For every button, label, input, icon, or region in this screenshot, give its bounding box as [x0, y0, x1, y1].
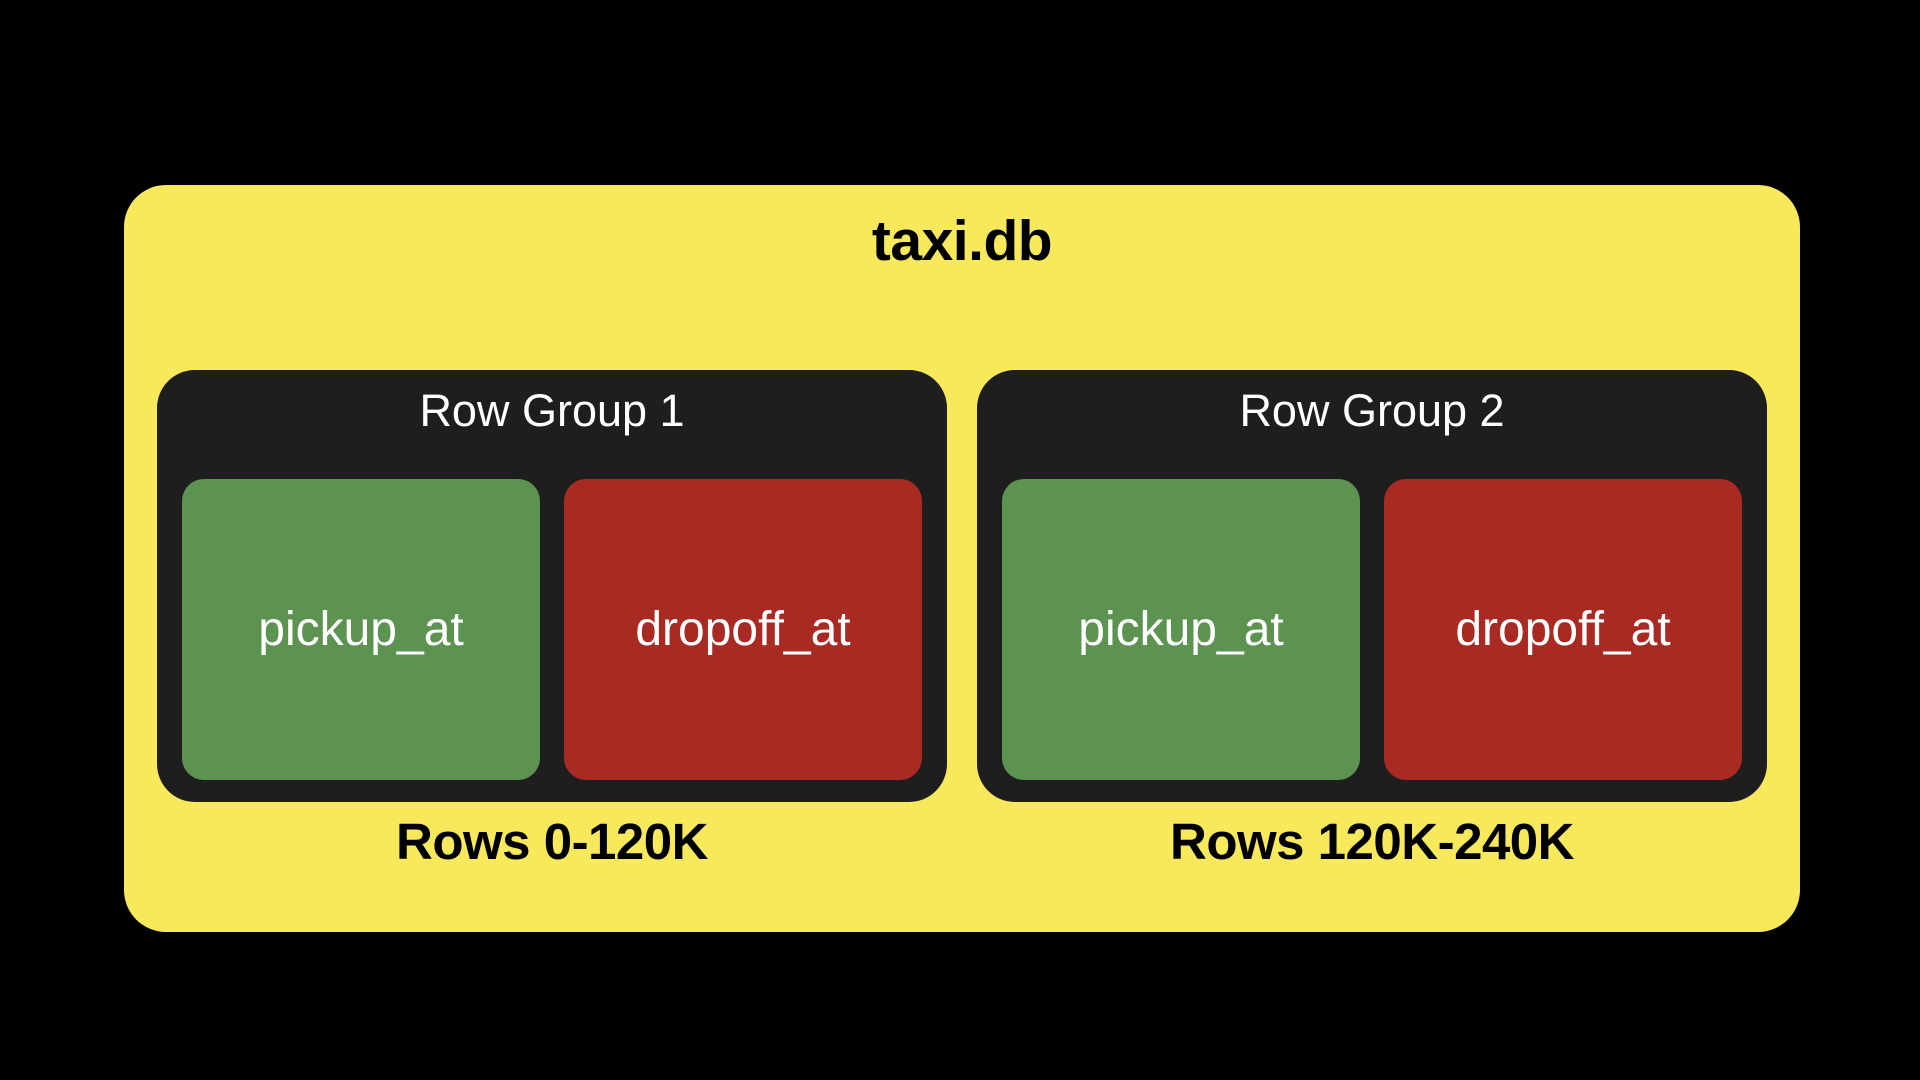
row-group-2-columns: pickup_at dropoff_at: [1002, 479, 1742, 780]
row-group-2-label: Row Group 2: [1239, 385, 1505, 436]
row-range-group-1: Rows 0-120K: [396, 813, 708, 870]
row-group-container: Row Group 1 pickup_at dropoff_at Row Gro…: [157, 370, 1767, 802]
column-chunk-pickup-at-group-2: pickup_at: [1002, 479, 1360, 780]
column-chunk-dropoff-at-group-1: dropoff_at: [564, 479, 922, 780]
row-group-1: Row Group 1 pickup_at dropoff_at: [157, 370, 947, 802]
row-group-2: Row Group 2 pickup_at dropoff_at: [977, 370, 1767, 802]
column-label-pickup-at-group-2: pickup_at: [1078, 602, 1284, 656]
column-chunk-dropoff-at-group-2: dropoff_at: [1384, 479, 1742, 780]
row-group-1-label: Row Group 1: [419, 385, 685, 436]
row-group-1-columns: pickup_at dropoff_at: [182, 479, 922, 780]
database-card: taxi.db Row Group 1 pickup_at dropoff_at…: [124, 185, 1800, 932]
row-range-captions: Rows 0-120K Rows 120K-240K: [157, 815, 1767, 895]
row-range-group-2: Rows 120K-240K: [1169, 813, 1575, 870]
column-label-dropoff-at-group-2: dropoff_at: [1455, 602, 1671, 656]
column-label-dropoff-at-group-1: dropoff_at: [635, 602, 851, 656]
database-title: taxi.db: [871, 209, 1053, 273]
column-chunk-pickup-at-group-1: pickup_at: [182, 479, 540, 780]
column-label-pickup-at-group-1: pickup_at: [258, 602, 464, 656]
